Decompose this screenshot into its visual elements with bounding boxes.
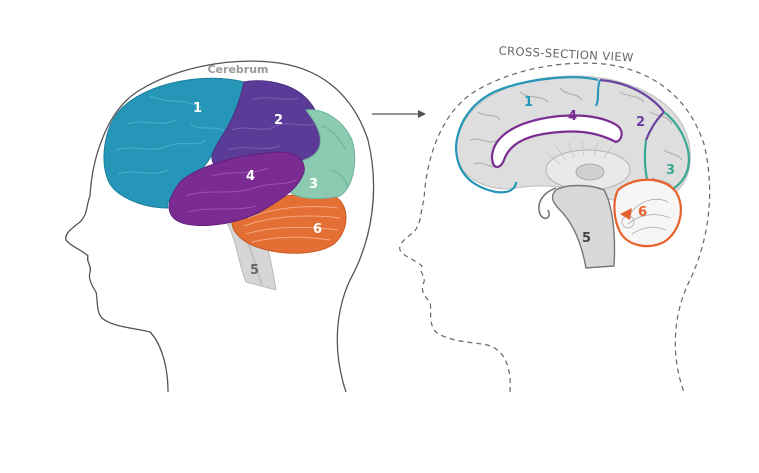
thalamus-rays xyxy=(545,139,613,165)
left-view: Cerebrum 1 2 3 4 5 6 xyxy=(65,60,375,393)
right-head-dashed-outline xyxy=(399,62,711,393)
xs-label-4: 4 xyxy=(568,109,577,124)
parietal-gyri xyxy=(227,97,315,151)
xs-label-3: 3 xyxy=(666,163,675,178)
frontal-outline xyxy=(454,76,599,194)
corpus-callosum xyxy=(490,114,623,169)
region-label-1: 1 xyxy=(193,101,202,116)
pituitary xyxy=(538,187,557,220)
cross-section-caption: CROSS-SECTION VIEW xyxy=(498,43,634,64)
cerebellum-folds xyxy=(243,206,341,243)
xs-label-6: 6 xyxy=(638,205,647,220)
region-label-3: 3 xyxy=(309,177,318,192)
temporal-lobe-region xyxy=(168,151,305,226)
xs-label-2: 2 xyxy=(636,115,645,130)
left-head-outline xyxy=(65,60,375,393)
region-label-4: 4 xyxy=(246,169,255,184)
transition-arrow xyxy=(372,110,426,118)
frontal-gyri xyxy=(115,95,227,175)
parietal-sulcus xyxy=(595,79,601,107)
right-view: CROSS-SECTION VIEW xyxy=(399,43,711,393)
occipital-gyri xyxy=(321,125,349,189)
temporal-gyri xyxy=(185,167,297,213)
region-label-2: 2 xyxy=(274,113,283,128)
occipital-outline xyxy=(643,111,690,198)
region-label-6: 6 xyxy=(313,222,322,237)
xs-label-5: 5 xyxy=(582,231,591,246)
cerebrum-caption: Cerebrum xyxy=(207,63,268,76)
brainstem-medial xyxy=(551,184,616,269)
parietal-outline xyxy=(599,78,666,141)
region-label-5: 5 xyxy=(250,263,259,278)
cerebellum-pointer xyxy=(620,208,632,220)
xs-label-1: 1 xyxy=(524,95,533,110)
pineal xyxy=(575,163,605,181)
